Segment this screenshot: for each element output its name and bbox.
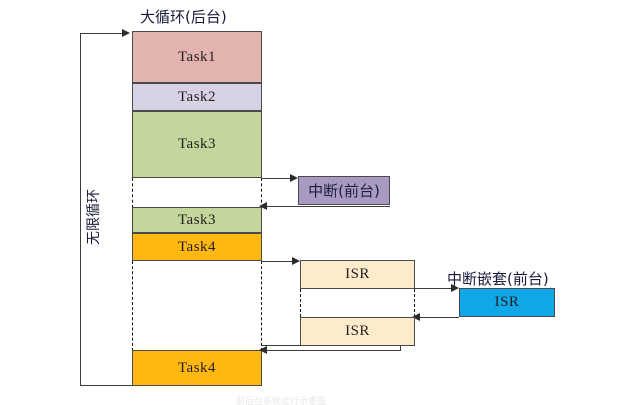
isr-block-lower: ISR (300, 317, 415, 346)
nested-isr-entry-line (414, 288, 455, 290)
loop-top-arrowhead-icon (122, 29, 130, 37)
infinite-loop-label: 无限循环 (81, 189, 105, 245)
isr-right-dashed-guide (414, 289, 415, 317)
nested-isr-return-line (415, 317, 459, 319)
task-box-task4-first: Task4 (132, 233, 262, 261)
bottom-caption: 前后台系统运行示意图 (236, 397, 327, 405)
interrupt-block: 中断(前台) (298, 176, 390, 205)
interrupt-entry-arrowhead-icon (290, 174, 298, 182)
task-label: Task2 (177, 88, 217, 105)
task-box-task3-first: Task3 (132, 111, 262, 178)
task-label: Task3 (177, 136, 217, 152)
nested-interrupt-title: 中断嵌套(前台) (447, 270, 549, 288)
isr-lower-left-stub-line (262, 345, 301, 347)
column-left-dashed-guide-2 (132, 261, 133, 351)
isr-upper-entry-arrowhead-icon (292, 257, 300, 265)
loop-bottom-horizontal-line (80, 385, 132, 387)
interrupt-entry-line (261, 178, 294, 180)
task-box-task1: Task1 (132, 31, 262, 83)
task-label: Task1 (177, 48, 217, 65)
nested-isr-entry-arrowhead-icon (451, 284, 459, 292)
task-box-task4-second: Task4 (132, 350, 262, 386)
nested-isr-label: ISR (494, 294, 520, 310)
isr-left-dashed-guide (300, 289, 301, 317)
loop-left-vertical-line (80, 33, 82, 386)
column-right-dashed-guide (261, 178, 262, 208)
isr-lower-return-drop-line (400, 346, 402, 351)
isr-return-line (262, 350, 401, 352)
interrupt-return-arrowhead-icon (259, 202, 267, 210)
isr-label: ISR (345, 323, 370, 339)
column-right-dashed-guide-2 (261, 261, 262, 351)
column-left-dashed-guide (132, 178, 133, 208)
isr-block-upper: ISR (300, 260, 415, 289)
isr-label: ISR (345, 266, 370, 282)
task-box-task2: Task2 (132, 83, 262, 111)
task-label: Task4 (177, 238, 217, 255)
task-label: Task4 (177, 359, 217, 376)
isr-upper-entry-line (261, 261, 296, 263)
background-loop-title: 大循环(后台) (140, 8, 227, 26)
isr-return-arrowhead-icon (259, 346, 267, 354)
loop-top-horizontal-line (80, 33, 124, 35)
interrupt-return-line (262, 206, 390, 208)
interrupt-block-label: 中断(前台) (308, 182, 380, 200)
nested-isr-block: ISR (459, 288, 555, 317)
task-box-task3-second: Task3 (132, 207, 262, 233)
nested-isr-return-arrowhead-icon (412, 313, 420, 321)
task-label: Task3 (177, 211, 217, 228)
